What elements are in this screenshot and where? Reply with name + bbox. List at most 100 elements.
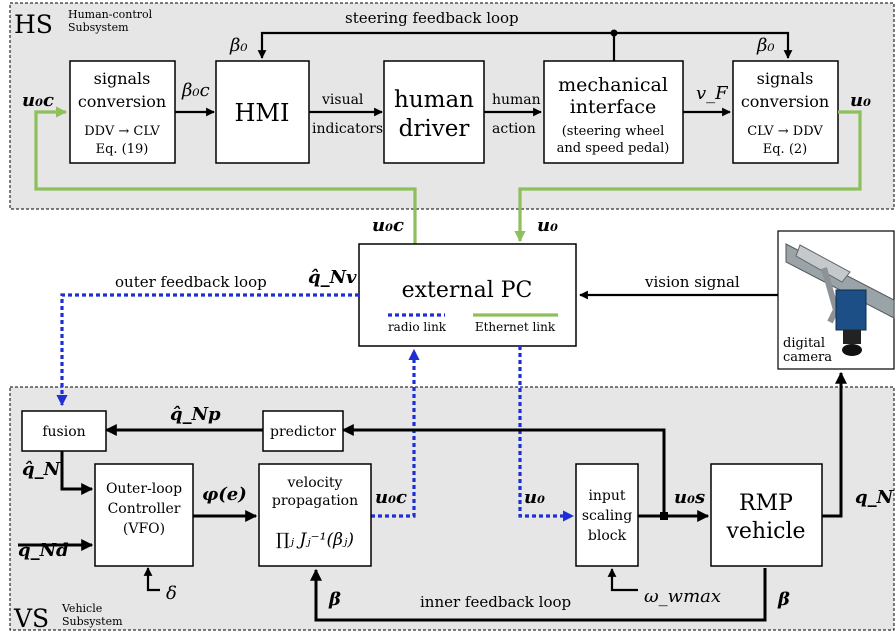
delta-label: δ: [166, 583, 177, 604]
qN-label: q_N: [855, 487, 895, 508]
visual-label-2: indicators: [312, 121, 383, 137]
human-driver-block: human driver: [383, 60, 485, 164]
fusion-label: fusion: [42, 424, 85, 440]
u0-mid-label: u₀: [537, 215, 558, 236]
vs-abbr: VS: [13, 604, 49, 633]
camera-mount-arm: [795, 244, 851, 283]
signals-conversion-left-block: signals conversion DDV → CLV Eq. (19): [69, 60, 176, 164]
signals-conversion-right-block: signals conversion CLV → DDV Eq. (2): [732, 60, 839, 164]
vel-prop-line2: propagation: [272, 493, 358, 509]
human-action-label-1: human: [492, 92, 541, 108]
inner-feedback-wire: [310, 568, 767, 622]
u0c-bottom-label: u₀c: [375, 487, 407, 508]
omega-label: ω_wmax: [644, 586, 721, 607]
radio-vel-to-pc: [371, 348, 420, 518]
u0c-mid-label: u₀c: [372, 215, 404, 236]
camera-body: [835, 289, 867, 331]
outer-loop-controller-block: Outer-loop Controller (VFO): [94, 463, 194, 567]
scaling-line1: input: [588, 488, 625, 504]
external-pc-block: external PC radio link Ethernet link: [358, 243, 577, 347]
conv-left-line4: Eq. (19): [96, 142, 149, 157]
beta0c-label: β₀c: [181, 80, 210, 101]
u0s-label: u₀s: [674, 487, 705, 508]
vs-name-line2: Subsystem: [62, 615, 123, 628]
vs-name-line1: Vehicle: [61, 602, 102, 615]
vel-prop-line1: velocity: [287, 475, 343, 491]
hs-name-line1: Human-control: [68, 8, 153, 21]
ethernet-conv-to-pc: [514, 110, 862, 243]
beta0-left: β₀: [229, 35, 248, 56]
human-driver-line1: human: [394, 87, 474, 113]
human-driver-line2: driver: [399, 116, 470, 142]
rmp-line1: RMP: [739, 491, 793, 516]
qN-hat-label: q̂_N: [22, 459, 62, 480]
u0c-top-left-label: u₀c: [22, 90, 54, 111]
mech-line3: (steering wheel: [562, 124, 665, 139]
qNd-label: q_Nd: [18, 540, 69, 561]
beta0-right: β₀: [756, 35, 775, 56]
wire-scaling-to-predictor: [341, 424, 666, 516]
digital-camera: digital camera: [777, 230, 895, 370]
camera-line2: camera: [783, 350, 832, 365]
wire-omega-input: [607, 568, 638, 592]
wire-rmp-to-camera: [822, 371, 847, 518]
u0s-junction: [660, 512, 668, 520]
legend-radio-label: radio link: [388, 320, 447, 334]
velocity-propagation-block: velocity propagation ∏ⱼ Jⱼ⁻¹(βⱼ): [258, 463, 372, 567]
visual-label-1: visual: [321, 92, 364, 108]
ethernet-pc-to-conv: [34, 106, 417, 244]
camera-lens-ring: [842, 344, 862, 356]
conv-right-line3: CLV → DDV: [747, 124, 823, 139]
radio-pc-to-fusion: [56, 293, 359, 407]
inner-feedback-loop-label: inner feedback loop: [420, 593, 571, 611]
radio-pc-to-scaling: [518, 346, 575, 522]
hs-name-line2: Subsystem: [68, 21, 129, 34]
phi-e-label: φ(e): [202, 484, 247, 505]
conv-left-line2: conversion: [78, 92, 166, 111]
hmi-label: HMI: [235, 99, 290, 127]
hs-abbr: HS: [14, 10, 53, 39]
outer-feedback-loop-label: outer feedback loop: [115, 273, 267, 291]
vel-prop-formula: ∏ⱼ Jⱼ⁻¹(βⱼ): [276, 530, 354, 550]
camera-lens: [843, 330, 861, 344]
conv-left-line1: signals: [94, 69, 151, 88]
beta-right-label: β: [777, 589, 790, 610]
hmi-block: HMI: [215, 60, 310, 164]
steering-junction: [610, 29, 618, 37]
conv-right-line2: conversion: [741, 92, 829, 111]
fusion-block: fusion: [21, 410, 107, 452]
beta-left-label: β: [328, 589, 341, 610]
vision-signal-label: vision signal: [644, 273, 740, 291]
mechanical-interface-block: mechanical interface (steering wheel and…: [543, 60, 684, 164]
qNp-label: q̂_Np: [170, 404, 221, 425]
steering-loop-to-hmi: [257, 31, 614, 59]
u0-bottom-label: u₀: [524, 487, 545, 508]
steering-loop-to-conv: [614, 31, 793, 59]
conv-right-line1: signals: [757, 69, 814, 88]
steering-feedback-loop-label: steering feedback loop: [345, 9, 519, 27]
scaling-line2: scaling: [582, 508, 632, 524]
controller-line3: (VFO): [123, 521, 165, 537]
wire-delta-input: [143, 567, 160, 592]
mech-line2: interface: [570, 96, 657, 118]
mech-line1: mechanical: [558, 74, 668, 96]
camera-line1: digital: [783, 336, 825, 351]
wire-fusion-to-controller: [60, 451, 94, 495]
rmp-vehicle-block: RMP vehicle: [710, 463, 823, 567]
human-action-label-2: action: [492, 121, 536, 137]
scaling-line3: block: [588, 528, 627, 544]
rmp-line2: vehicle: [725, 519, 805, 544]
vF-label: v_F: [696, 83, 729, 104]
u0-top-right-label: u₀: [850, 90, 871, 111]
qNv-label: q̂_Nv: [308, 267, 357, 288]
controller-line2: Controller: [108, 501, 181, 517]
predictor-block: predictor: [262, 410, 344, 452]
conv-left-line3: DDV → CLV: [84, 124, 160, 139]
input-scaling-block: input scaling block: [575, 463, 639, 567]
mech-line4: and speed pedal): [557, 141, 670, 156]
external-pc-label: external PC: [402, 278, 533, 303]
conv-right-line4: Eq. (2): [763, 142, 808, 157]
predictor-label: predictor: [270, 424, 336, 440]
controller-line1: Outer-loop: [106, 481, 182, 497]
